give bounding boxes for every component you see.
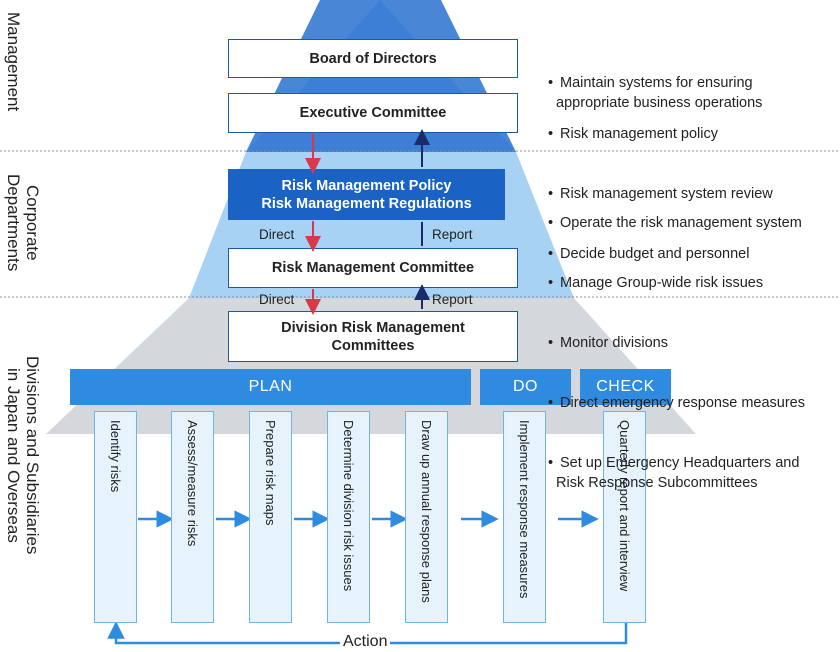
bullet-item: •Direct emergency response measures — [548, 395, 805, 411]
bullet-item: •Monitor divisions — [548, 335, 668, 351]
bullets-executive: •Risk management policy •Risk management… — [548, 84, 773, 284]
report-label-1: Report — [432, 227, 473, 242]
bullet-item: •Manage Group-wide risk issues — [548, 275, 764, 291]
section-label-corporate: Corporate Departments — [4, 174, 42, 272]
step-draw-up-plans: Draw up annual response plans — [405, 411, 448, 623]
section-label-management: Management — [4, 12, 23, 112]
bullet-item: •Operate the risk management system — [548, 215, 802, 231]
bullet-item: •Risk management policy — [548, 126, 718, 142]
board-of-directors-box: Board of Directors — [228, 39, 518, 78]
step-label: Quarterly report and interview — [617, 420, 632, 592]
step-label: Draw up annual response plans — [419, 420, 434, 603]
phase-check: CHECK — [580, 369, 671, 405]
bullets-board: •Maintain systems for ensuring appropria… — [548, 33, 762, 133]
phase-plan: PLAN — [70, 369, 471, 405]
bullet-item: •Set up Emergency Headquarters and Risk … — [548, 455, 800, 491]
step-label: Identify risks — [108, 420, 123, 493]
step-prepare-maps: Prepare risk maps — [249, 411, 292, 623]
phase-do: DO — [480, 369, 571, 405]
step-identify-risks: Identify risks — [94, 411, 137, 623]
step-label: Prepare risk maps — [263, 420, 278, 526]
step-assess-risks: Assess/measure risks — [171, 411, 214, 623]
division-committees-box: Division Risk Management Committees — [228, 311, 518, 362]
step-label: Implement response measures — [517, 420, 532, 599]
step-label: Assess/measure risks — [185, 420, 200, 547]
risk-policy-box: Risk Management Policy Risk Management R… — [228, 169, 505, 220]
bullet-item: •Decide budget and personnel — [548, 246, 750, 262]
step-label: Determine division risk issues — [341, 420, 356, 592]
step-quarterly-report: Quarterly report and interview — [603, 411, 646, 623]
risk-management-committee-box: Risk Management Committee — [228, 248, 518, 288]
bullets-rmc: •Operate the risk management system •Man… — [548, 173, 805, 513]
executive-committee-box: Executive Committee — [228, 93, 518, 133]
bullet-item: •Risk management system review — [548, 186, 773, 202]
step-determine-issues: Determine division risk issues — [327, 411, 370, 623]
direct-label-1: Direct — [259, 227, 295, 242]
section-label-divisions: Divisions and Subsidiaries in Japan and … — [4, 355, 42, 555]
action-label: Action — [340, 633, 391, 651]
direct-label-2: Direct — [259, 292, 295, 307]
step-implement-measures: Implement response measures — [503, 411, 546, 623]
report-label-2: Report — [432, 292, 473, 307]
bullet-item: •Maintain systems for ensuring appropria… — [548, 75, 763, 111]
